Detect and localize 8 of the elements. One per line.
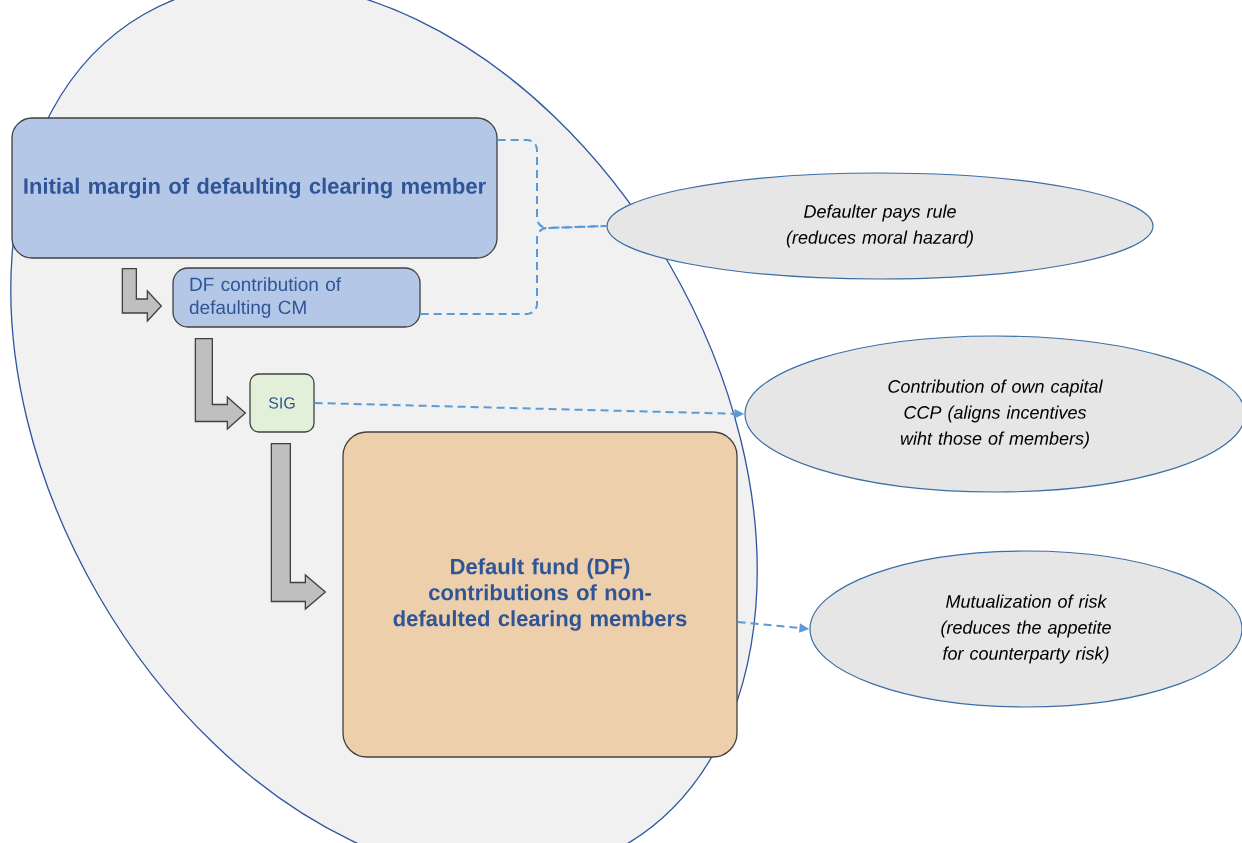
block-arrow <box>121 268 163 323</box>
process-box: SIG <box>249 373 315 433</box>
bracket-line <box>419 225 608 315</box>
block-arrow <box>194 338 247 431</box>
process-box: DF contribution of defaulting CM <box>172 267 421 328</box>
process-box: Initial margin of defaulting clearing member <box>11 117 498 259</box>
process-box: Default fund (DF) contributions of non-defaulted clearing members <box>342 431 738 758</box>
block-arrow <box>270 443 327 611</box>
